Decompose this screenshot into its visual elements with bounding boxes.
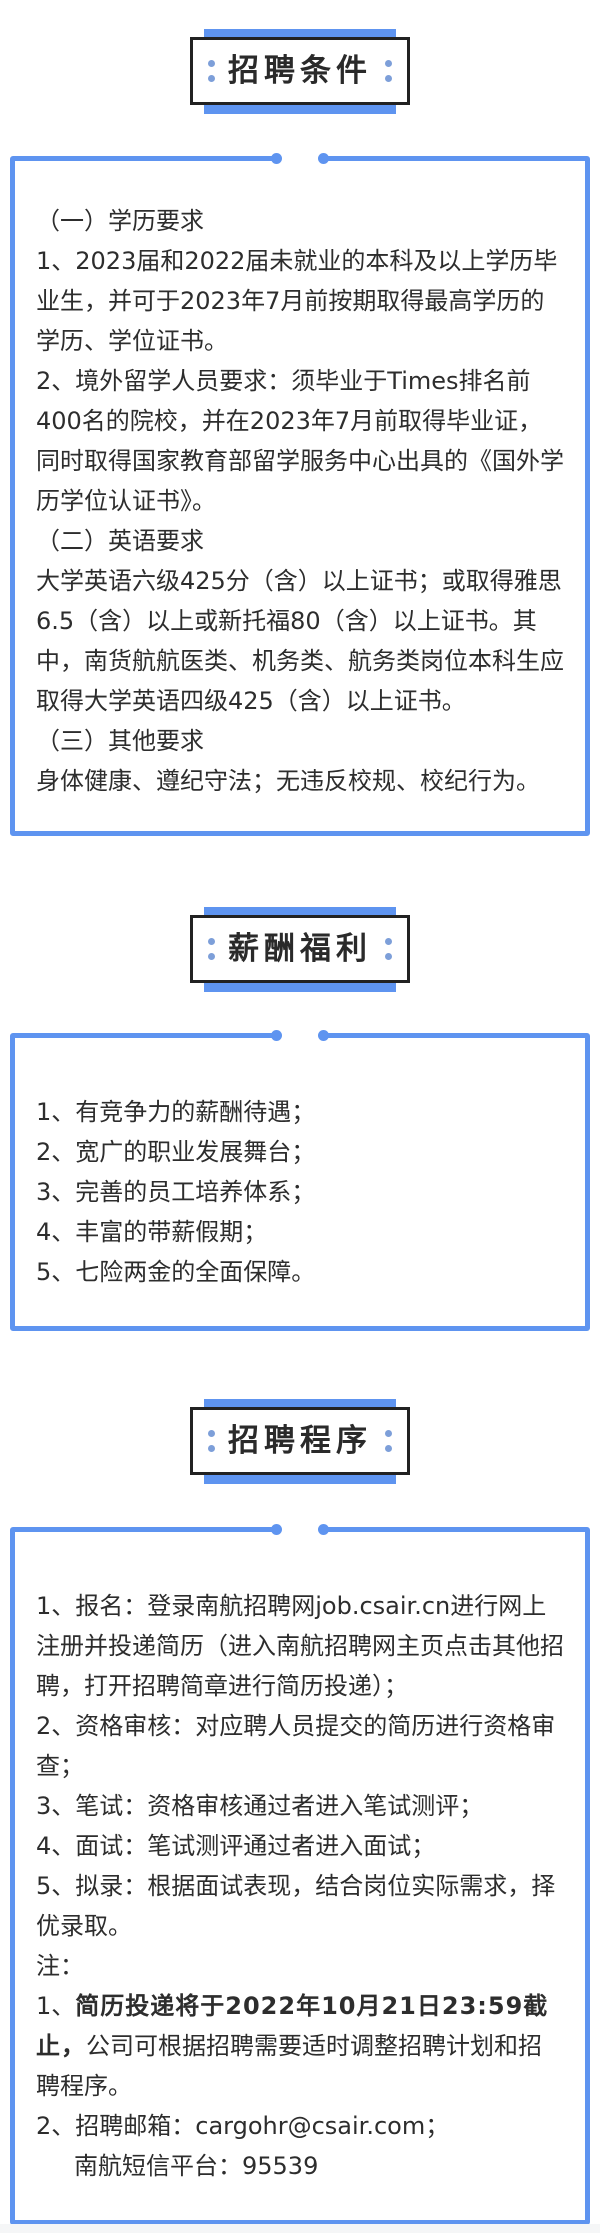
- text-run: 3、完善的员工培养体系；: [36, 1178, 316, 1206]
- border-dot-icon: [318, 153, 329, 164]
- conditions-body: （一）学历要求 1、2023届和2022届未就业的本科及以上学历毕业生，并可于20…: [36, 201, 565, 801]
- section-title: 薪酬福利: [228, 931, 372, 967]
- border-dot-icon: [318, 1030, 329, 1041]
- bold-text-run: 简历投递将于2022年10月21日23:59截止，: [36, 1992, 549, 2060]
- text-run: 1、2023届和2022届未就业的本科及以上学历毕业生，并可于2023年7月前按…: [36, 247, 558, 355]
- text-run: （三）其他要求: [36, 727, 204, 755]
- paragraph: 2、宽广的职业发展舞台；: [36, 1132, 565, 1172]
- page-bottom-strip: [0, 2224, 600, 2233]
- header-title-box: 招聘条件: [190, 37, 410, 105]
- text-run: 5、拟录：根据面试表现，结合岗位实际需求，择优录取。: [36, 1872, 556, 1940]
- paragraph: 注：: [36, 1946, 565, 1986]
- text-run: 2、境外留学人员要求：须毕业于Times排名前400名的院校，并在2023年7月…: [36, 367, 564, 515]
- text-run: 2、资格审核：对应聘人员提交的简历进行资格审查；: [36, 1712, 556, 1780]
- colon-dots-icon: [208, 60, 215, 82]
- text-run: 公司可根据招聘需要适时调整招聘计划和招聘程序。: [36, 2032, 542, 2100]
- paragraph: 3、笔试：资格审核通过者进入笔试测评；: [36, 1786, 565, 1826]
- benefits-body: 1、有竞争力的薪酬待遇； 2、宽广的职业发展舞台； 3、完善的员工培养体系； 4、丰富…: [36, 1092, 565, 1292]
- paragraph: 4、面试：笔试测评通过者进入面试；: [36, 1826, 565, 1866]
- paragraph: 5、七险两金的全面保障。: [36, 1252, 565, 1292]
- border-dot-icon: [271, 1524, 282, 1535]
- paragraph: 身体健康、遵纪守法；无违反校规、校纪行为。: [36, 761, 565, 801]
- paragraph: 1、报名：登录南航招聘网job.csair.cn进行网上注册并投递简历（进入南航…: [36, 1586, 565, 1706]
- text-run: 4、面试：笔试测评通过者进入面试；: [36, 1832, 436, 1860]
- paragraph: 4、丰富的带薪假期；: [36, 1212, 565, 1252]
- text-run: 南航短信平台：95539: [74, 2152, 319, 2180]
- text-run: 注：: [36, 1952, 84, 1980]
- colon-dots-icon: [385, 60, 392, 82]
- header-title-box: 薪酬福利: [190, 915, 410, 983]
- colon-dots-icon: [208, 938, 215, 960]
- procedure-panel: 1、报名：登录南航招聘网job.csair.cn进行网上注册并投递简历（进入南航…: [10, 1524, 590, 2225]
- text-run: 2、宽广的职业发展舞台；: [36, 1138, 316, 1166]
- border-dot-icon: [271, 1030, 282, 1041]
- paragraph: （一）学历要求: [36, 201, 565, 241]
- text-run: 1、: [36, 1992, 76, 2020]
- text-run: （一）学历要求: [36, 207, 204, 235]
- text-run: 1、报名：登录南航招聘网job.csair.cn进行网上注册并投递简历（进入南航…: [36, 1592, 564, 1700]
- paragraph: 2、招聘邮箱：cargohr@csair.com；: [36, 2106, 565, 2146]
- text-run: 4、丰富的带薪假期；: [36, 1218, 268, 1246]
- text-run: 身体健康、遵纪守法；无违反校规、校纪行为。: [36, 767, 540, 795]
- paragraph: 3、完善的员工培养体系；: [36, 1172, 565, 1212]
- section-title: 招聘条件: [228, 53, 372, 89]
- paragraph: 1、有竞争力的薪酬待遇；: [36, 1092, 565, 1132]
- text-run: 3、笔试：资格审核通过者进入笔试测评；: [36, 1792, 484, 1820]
- paragraph: （三）其他要求: [36, 721, 565, 761]
- paragraph: 1、2023届和2022届未就业的本科及以上学历毕业生，并可于2023年7月前按…: [36, 241, 565, 361]
- section-title: 招聘程序: [228, 1423, 372, 1459]
- colon-dots-icon: [208, 1430, 215, 1452]
- conditions-panel: （一）学历要求 1、2023届和2022届未就业的本科及以上学历毕业生，并可于20…: [10, 153, 590, 836]
- colon-dots-icon: [385, 1430, 392, 1452]
- paragraph: 2、资格审核：对应聘人员提交的简历进行资格审查；: [36, 1706, 565, 1786]
- text-run: 5、七险两金的全面保障。: [36, 1258, 316, 1286]
- paragraph: 大学英语六级425分（含）以上证书；或取得雅思6.5（含）以上或新托福80（含）…: [36, 561, 565, 721]
- section-header-conditions: 招聘条件: [190, 29, 410, 114]
- colon-dots-icon: [385, 938, 392, 960]
- text-run: 1、有竞争力的薪酬待遇；: [36, 1098, 316, 1126]
- paragraph: 南航短信平台：95539: [36, 2146, 565, 2186]
- text-run: （二）英语要求: [36, 527, 204, 555]
- paragraph: 2、境外留学人员要求：须毕业于Times排名前400名的院校，并在2023年7月…: [36, 361, 565, 521]
- paragraph: 5、拟录：根据面试表现，结合岗位实际需求，择优录取。: [36, 1866, 565, 1946]
- text-run: 大学英语六级425分（含）以上证书；或取得雅思6.5（含）以上或新托福80（含）…: [36, 567, 564, 715]
- text-run: 2、招聘邮箱：cargohr@csair.com；: [36, 2112, 450, 2140]
- paragraph: （二）英语要求: [36, 521, 565, 561]
- border-dot-icon: [271, 153, 282, 164]
- procedure-body: 1、报名：登录南航招聘网job.csair.cn进行网上注册并投递简历（进入南航…: [36, 1586, 565, 2186]
- benefits-panel: 1、有竞争力的薪酬待遇； 2、宽广的职业发展舞台； 3、完善的员工培养体系； 4、丰富…: [10, 1030, 590, 1331]
- border-dot-icon: [318, 1524, 329, 1535]
- section-header-procedure: 招聘程序: [190, 1399, 410, 1484]
- paragraph: 1、简历投递将于2022年10月21日23:59截止，公司可根据招聘需要适时调整…: [36, 1986, 565, 2106]
- header-title-box: 招聘程序: [190, 1407, 410, 1475]
- section-header-benefits: 薪酬福利: [190, 907, 410, 992]
